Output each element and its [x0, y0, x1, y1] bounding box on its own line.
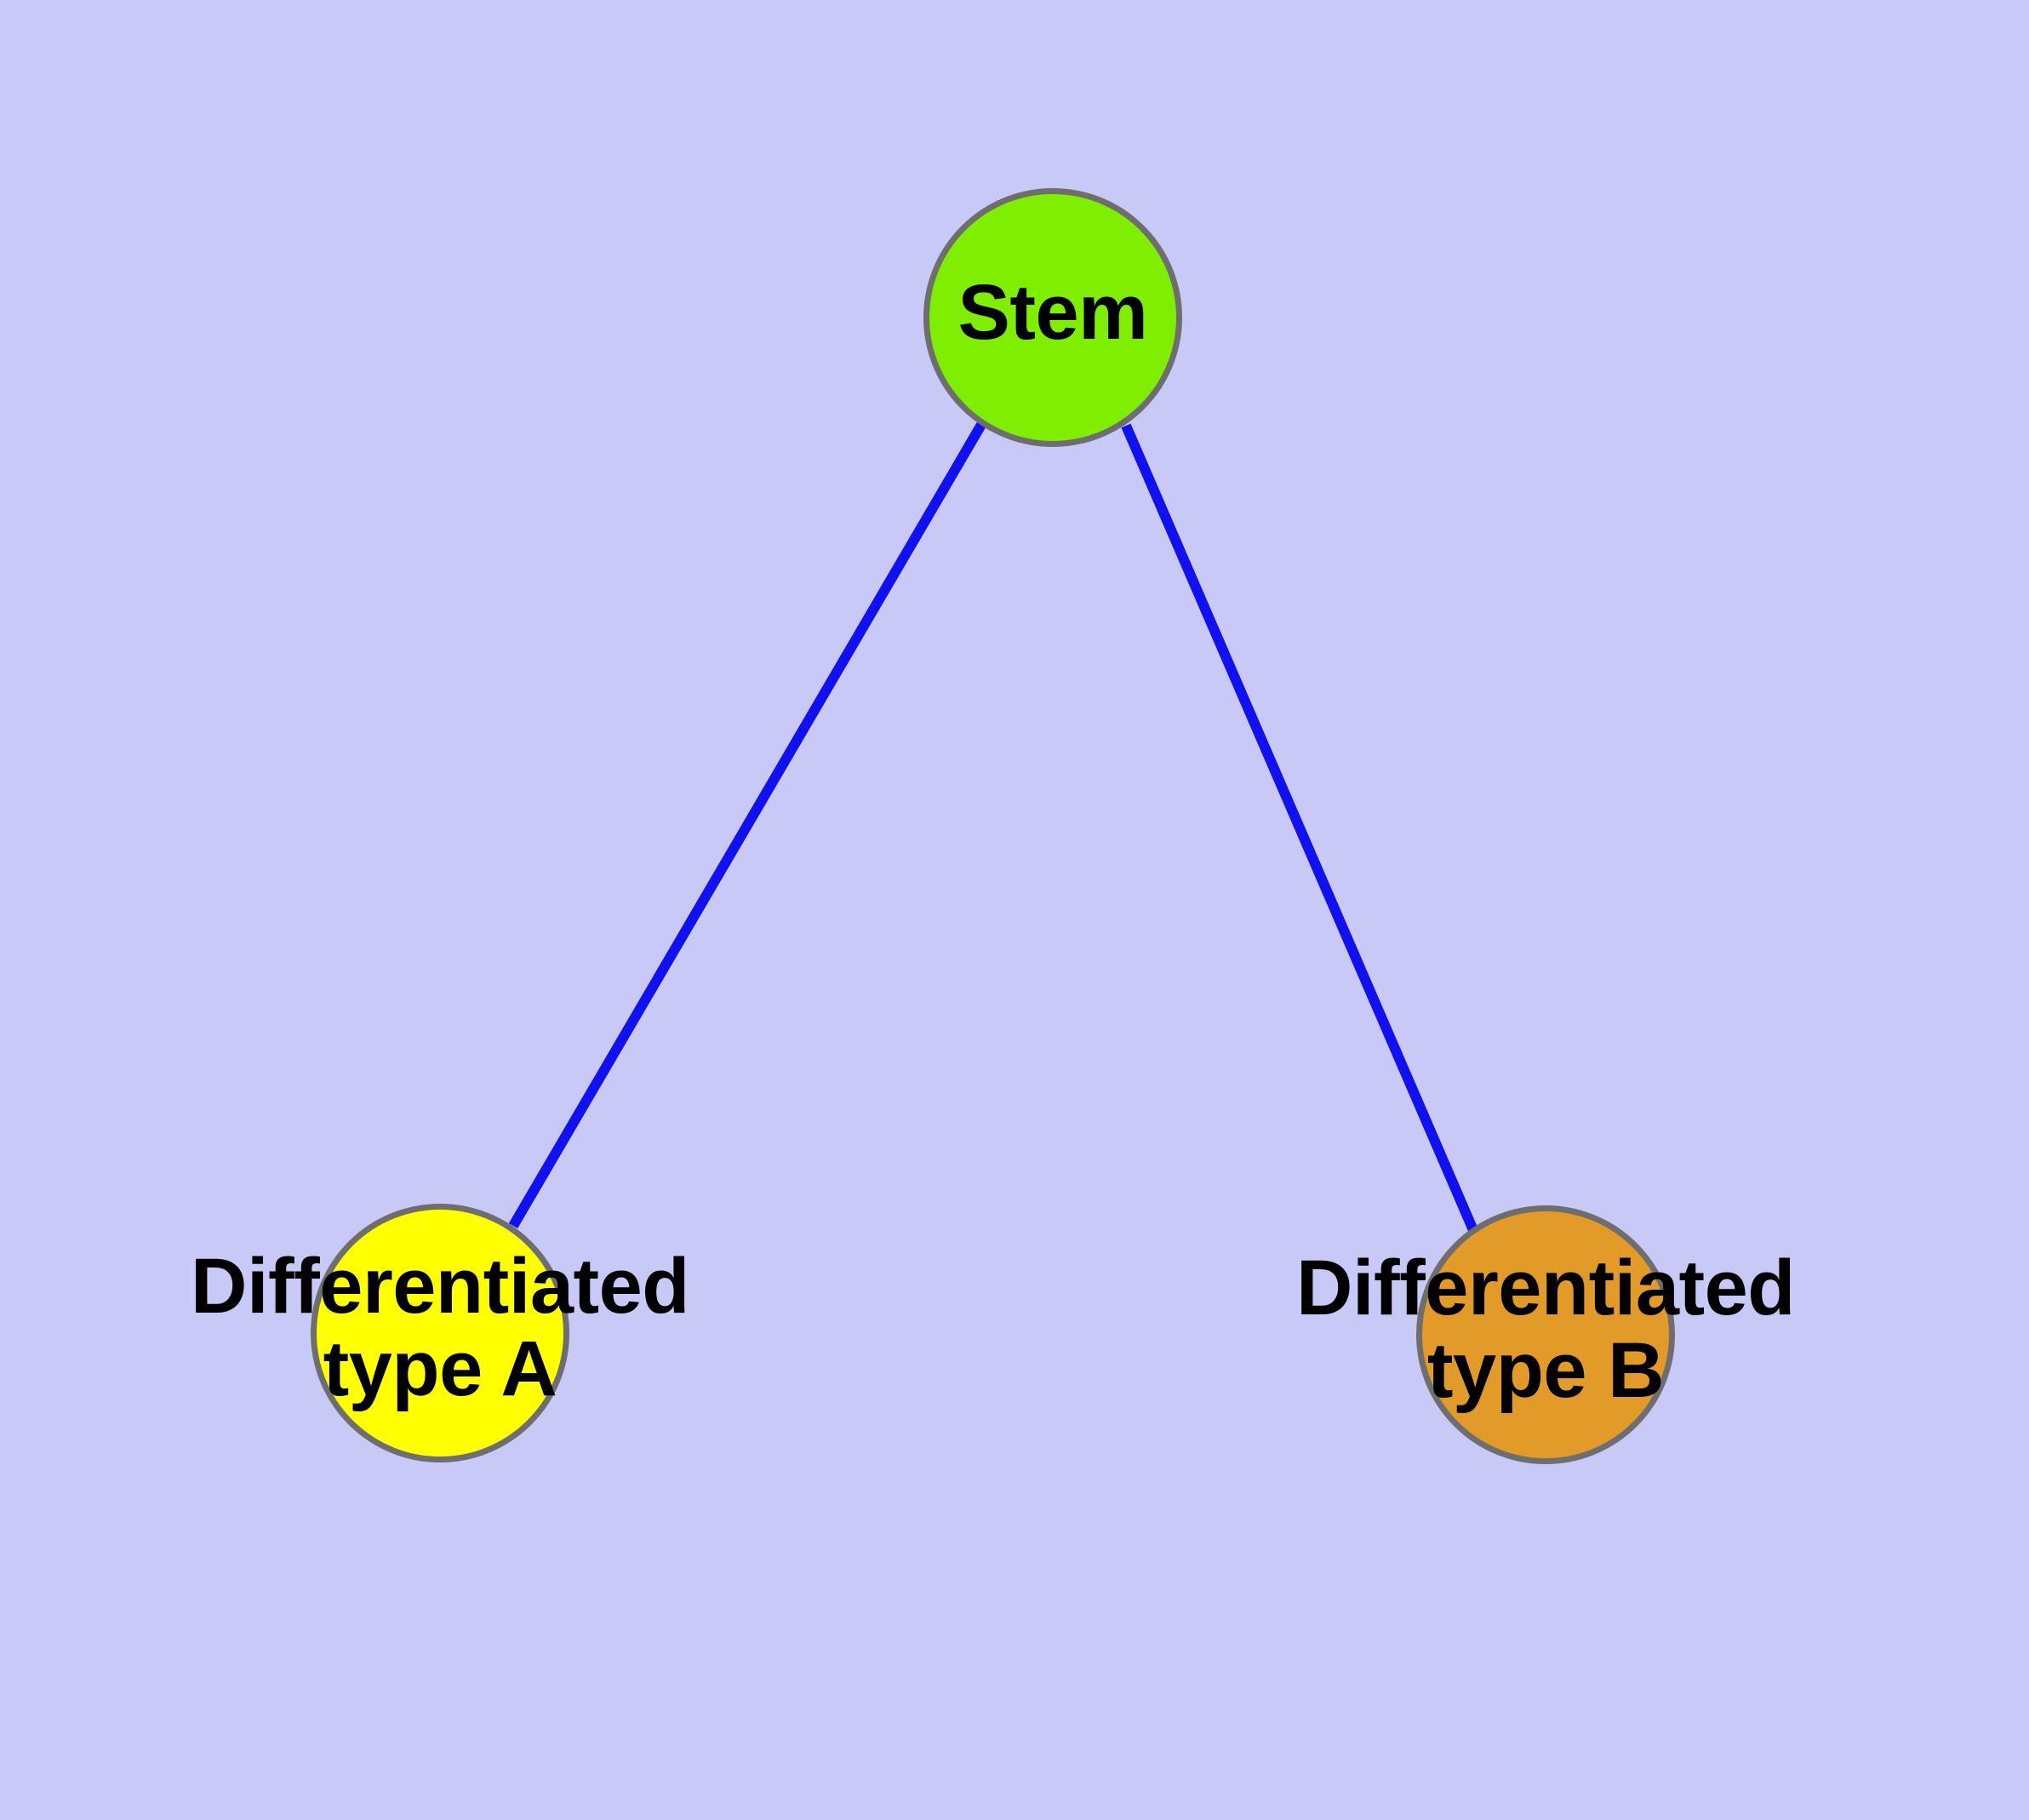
edge-layer: [508, 421, 1478, 1233]
node-stem[interactable]: [923, 188, 1182, 447]
edge-stem-to-differentiated-type-b[interactable]: [1121, 423, 1478, 1233]
node-differentiated-type-a[interactable]: [311, 1204, 569, 1462]
edge-stem-to-differentiated-type-a[interactable]: [508, 421, 986, 1229]
node-layer: [311, 188, 1675, 1464]
node-differentiated-type-b[interactable]: [1416, 1205, 1675, 1464]
